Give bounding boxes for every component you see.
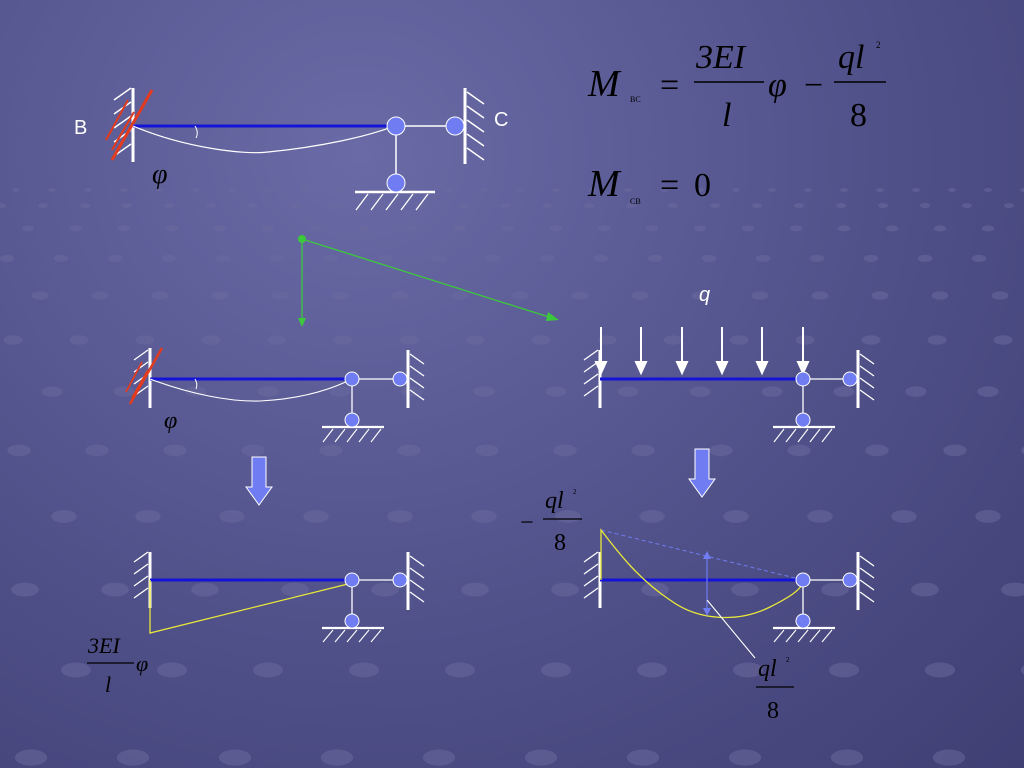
svg-text:BC: BC xyxy=(630,95,641,104)
svg-text:8: 8 xyxy=(767,698,779,724)
svg-text:8: 8 xyxy=(554,530,566,556)
load-q-label: q xyxy=(699,284,710,306)
node-b-label: B xyxy=(74,117,87,139)
down-arrow-right xyxy=(688,448,716,498)
rotation-mark-b xyxy=(105,89,154,161)
svg-text:φ: φ xyxy=(136,651,148,676)
svg-text:=: = xyxy=(660,67,679,104)
mid-moment-label: ql 2 8 xyxy=(756,656,794,724)
angle-arc xyxy=(194,125,198,139)
svg-text:0: 0 xyxy=(694,167,711,204)
rotation-case xyxy=(125,347,425,443)
hinge-joint xyxy=(386,116,406,136)
svg-text:M: M xyxy=(587,163,622,205)
svg-text:CB: CB xyxy=(630,197,641,206)
svg-text:2: 2 xyxy=(786,656,790,664)
ground-support xyxy=(355,190,435,211)
equation-m-bc: M BC = 3EI l φ − ql 2 8 xyxy=(587,39,886,134)
svg-text:2: 2 xyxy=(876,40,881,50)
moment-diagram-rotation xyxy=(133,551,425,643)
end-moment-label: − ql 2 8 xyxy=(520,488,582,556)
svg-text:8: 8 xyxy=(850,97,867,134)
down-arrow-left xyxy=(245,456,273,506)
svg-text:−: − xyxy=(520,510,534,536)
phi-label-middle: φ xyxy=(164,408,177,434)
svg-text:ql: ql xyxy=(758,656,777,682)
svg-text:ql: ql xyxy=(545,488,564,514)
svg-text:l: l xyxy=(105,672,111,697)
node-c-label: C xyxy=(494,109,508,131)
moment-label-rotation: 3EI l φ xyxy=(87,633,148,697)
svg-text:M: M xyxy=(587,63,622,105)
svg-text:φ: φ xyxy=(768,67,787,104)
rotation-mark-left xyxy=(125,347,164,405)
equation-m-cb: M CB = 0 xyxy=(587,163,711,206)
svg-text:3EI: 3EI xyxy=(87,633,121,658)
svg-text:ql: ql xyxy=(838,39,864,76)
decomposition-arrows xyxy=(298,235,559,327)
svg-text:=: = xyxy=(660,167,679,204)
moment-diagram-load xyxy=(583,528,875,659)
top-frame: B C φ xyxy=(74,87,508,211)
svg-text:l: l xyxy=(722,97,731,134)
distributed-load-arrows xyxy=(594,327,810,376)
hinge-c xyxy=(445,116,465,136)
deflected-shape xyxy=(132,125,395,154)
fixed-support-c xyxy=(463,88,485,164)
svg-text:3EI: 3EI xyxy=(695,39,747,76)
load-case xyxy=(583,327,875,443)
phi-label-top: φ xyxy=(152,159,168,190)
hinge-base xyxy=(386,173,406,193)
svg-text:2: 2 xyxy=(573,488,577,496)
svg-text:−: − xyxy=(804,67,823,104)
